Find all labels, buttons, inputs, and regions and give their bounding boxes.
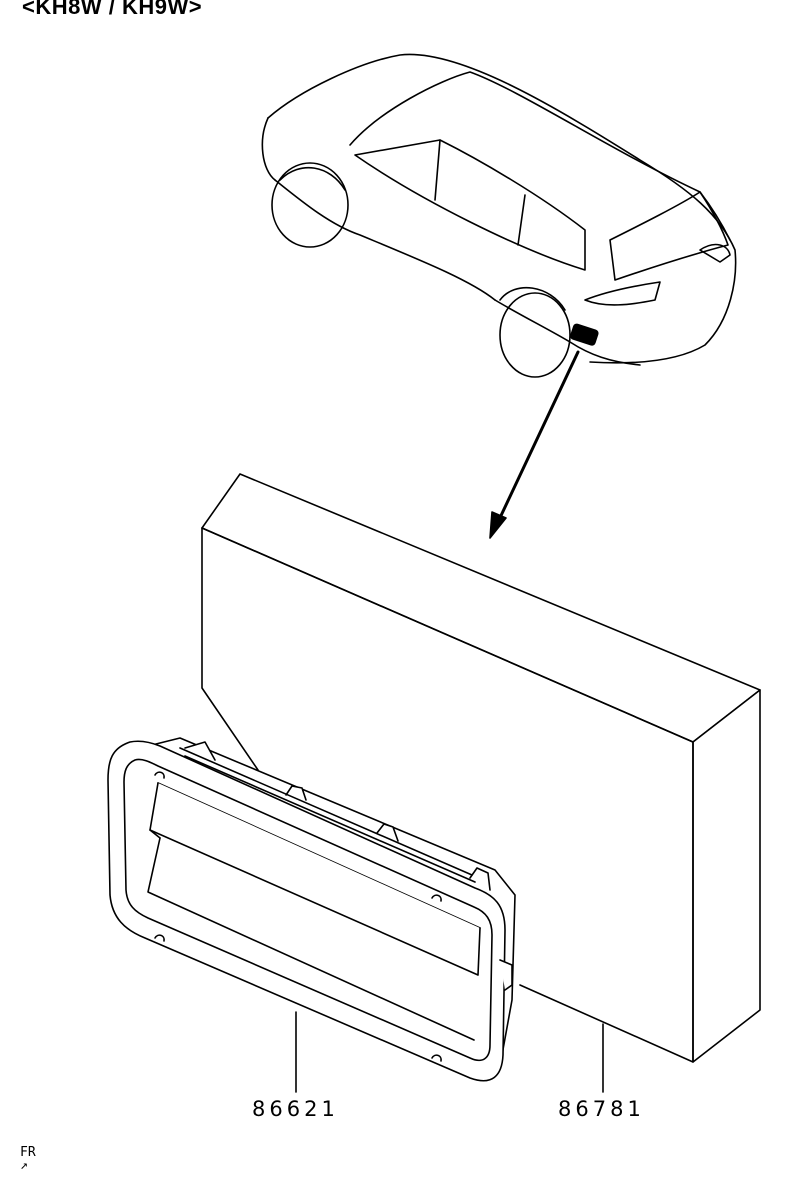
part-number-86781: 86781	[558, 1097, 645, 1121]
part-number-86621: 86621	[252, 1097, 339, 1121]
fr-code-line2: ↗	[20, 1158, 28, 1173]
fr-code-line1: FR	[20, 1145, 36, 1160]
outlet-grille-86621	[107, 737, 516, 1082]
car-illustration	[261, 53, 737, 378]
fr-code: FR ↗	[20, 1146, 36, 1172]
pointer-arrow	[489, 350, 580, 539]
diagram-title: <KH8W / KH9W>	[22, 0, 203, 19]
cover-box-86781	[201, 473, 761, 1063]
